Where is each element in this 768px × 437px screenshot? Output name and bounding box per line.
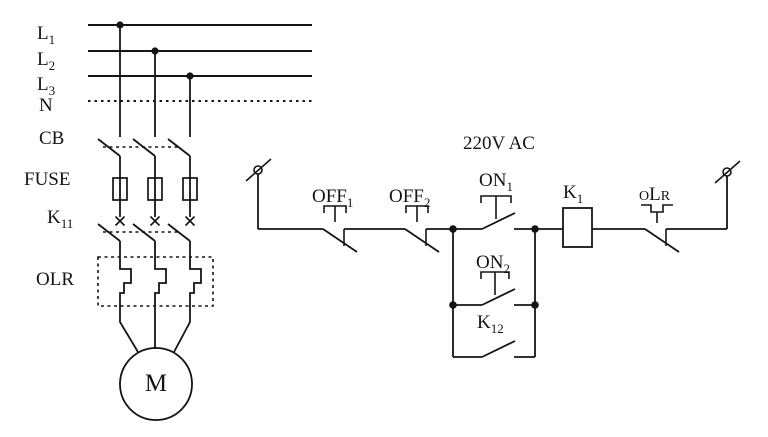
label-phase-l1: L1 — [37, 23, 56, 47]
contactor-coil-k1 — [562, 207, 593, 248]
label-phase-l3: L3 — [37, 74, 56, 98]
label-phase-l2: L2 — [37, 49, 56, 73]
motor-circle — [119, 347, 193, 421]
label-overload-contact-olr: OLR — [639, 184, 671, 205]
label-breaker-cb: CB — [39, 128, 65, 149]
label-on2: ON2 — [476, 252, 510, 276]
label-off2: OFF2 — [389, 186, 431, 210]
thermal-trip-symbol — [641, 204, 673, 213]
start-button-on2 — [480, 271, 516, 306]
fuse-symbol — [112, 177, 128, 201]
motor-symbol — [119, 347, 193, 421]
overload-trip-contact — [641, 204, 680, 253]
label-contacts-k11: K11 — [47, 207, 74, 231]
pole-drop-wires — [119, 25, 191, 137]
overload-heater — [173, 241, 202, 353]
nc-contact-blade — [644, 228, 680, 253]
label-supply-voltage: 220V AC — [463, 133, 535, 154]
fuse-symbol — [182, 177, 198, 201]
stop-button-off1 — [322, 205, 358, 253]
stop-button-off2 — [404, 205, 440, 253]
phase-rails — [88, 21, 312, 102]
right-supply-terminal — [714, 160, 741, 229]
no-contact-blade — [481, 212, 516, 230]
fuse-symbol — [147, 177, 163, 201]
start-button-on1 — [480, 195, 516, 230]
overload-relay-olr — [97, 241, 214, 353]
contact-tip-cross — [114, 215, 196, 227]
overload-heater — [119, 241, 139, 353]
terminal-slash — [245, 158, 272, 182]
breaker-blade — [167, 138, 191, 157]
left-supply-terminal — [245, 158, 272, 229]
overload-heater — [154, 241, 167, 349]
label-overload-olr: OLR — [36, 269, 74, 290]
label-motor-m: M — [144, 370, 168, 397]
label-aux-k12: K12 — [477, 312, 504, 336]
label-fuse: FUSE — [24, 169, 71, 190]
coil-box — [562, 207, 593, 248]
nc-contact-blade — [404, 228, 440, 253]
label-on1: ON1 — [479, 170, 513, 194]
circuit-breaker-cb — [97, 138, 191, 178]
label-off1: OFF1 — [312, 186, 354, 210]
label-coil-k1: K1 — [563, 182, 584, 206]
contact-blade — [97, 223, 121, 242]
start-button-on2-branch — [449, 229, 539, 309]
terminal-slash — [714, 160, 741, 184]
nc-contact-blade — [322, 228, 358, 253]
label-neutral: N — [39, 95, 53, 116]
no-contact-blade — [481, 288, 516, 306]
aux-contact-k12-branch — [452, 305, 536, 358]
fuse-assembly — [112, 177, 198, 217]
no-contact-blade — [481, 340, 516, 358]
contactor-main-contacts-k11 — [97, 215, 196, 242]
breaker-blade — [97, 138, 121, 157]
contact-blade — [167, 223, 191, 242]
